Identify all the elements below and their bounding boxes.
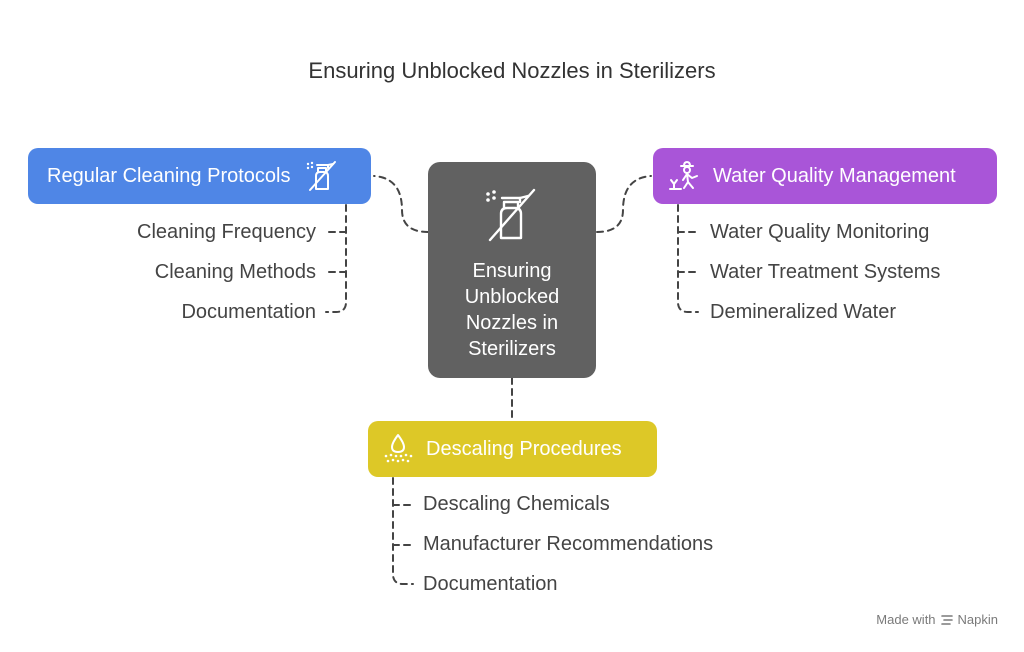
branch-descaling: Descaling Procedures — [368, 421, 657, 477]
connector-cleaning-items — [325, 204, 347, 313]
connector-water-items — [677, 204, 699, 313]
connector-center-cleaning — [373, 175, 429, 233]
spray-bottle-slash-icon — [307, 161, 337, 191]
branch-descaling-label: Descaling Procedures — [426, 437, 622, 460]
branch-cleaning: Regular Cleaning Protocols — [28, 148, 371, 204]
water-item: Water Treatment Systems — [710, 261, 941, 283]
water-item: Demineralized Water — [710, 301, 896, 323]
connector-descaling-items — [392, 477, 414, 585]
descaling-item: Manufacturer Recommendations — [423, 533, 714, 555]
cleaning-item: Cleaning Methods — [154, 261, 316, 283]
made-with-napkin: Made with Napkin — [876, 612, 998, 627]
connector-center-water — [596, 175, 652, 233]
center-label: Ensuring Unblocked Nozzles in Sterilizer… — [464, 260, 560, 360]
napkin-logo-icon — [940, 614, 953, 625]
descaling-item: Documentation — [423, 573, 558, 595]
cleaning-item: Cleaning Frequency — [137, 221, 316, 243]
center-node: Ensuring Unblocked Nozzles in Sterilizer… — [428, 162, 596, 378]
branch-cleaning-label: Regular Cleaning Protocols — [47, 164, 291, 187]
brand-name: Napkin — [957, 612, 998, 627]
branch-water: Water Quality Management — [653, 148, 997, 204]
cleaning-item: Documentation — [181, 301, 316, 323]
made-with-text: Made with — [876, 612, 936, 627]
water-item: Water Quality Monitoring — [710, 221, 930, 243]
diagram-title: Ensuring Unblocked Nozzles in Sterilizer… — [308, 58, 716, 83]
farmer-watering-icon — [669, 161, 698, 190]
droplet-spray-icon — [384, 434, 413, 463]
descaling-item: Descaling Chemicals — [423, 493, 610, 515]
branch-water-label: Water Quality Management — [713, 164, 956, 187]
spray-bottle-blocked-icon — [486, 188, 536, 242]
